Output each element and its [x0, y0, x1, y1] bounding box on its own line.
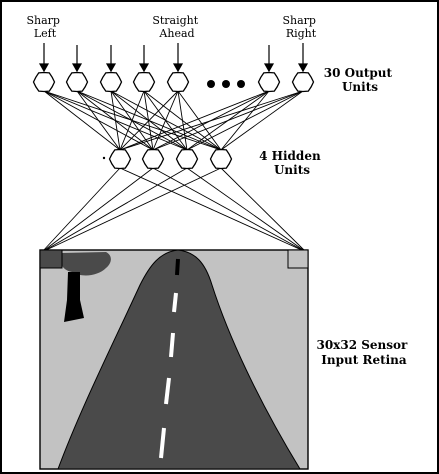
- output-ellipsis: [207, 80, 245, 88]
- connection: [186, 90, 304, 151]
- connection: [41, 167, 121, 253]
- connection: [119, 90, 304, 151]
- output-layer-label: 30 Output Units: [324, 66, 396, 94]
- network-connections: [41, 90, 307, 253]
- ellipsis-dot: [222, 80, 230, 88]
- hidden-lead-dot: [102, 156, 106, 160]
- output-unit-node: [132, 71, 156, 93]
- connection: [41, 167, 188, 253]
- output-arrows: [38, 43, 309, 73]
- connection: [110, 90, 121, 151]
- connection: [152, 167, 307, 253]
- output-label-sharp-left: Sharp Left: [27, 14, 64, 40]
- output-unit-node: [32, 71, 56, 93]
- connection: [220, 90, 304, 151]
- output-label-sharp-right: Sharp Right: [283, 14, 320, 40]
- hidden-layer: [102, 148, 233, 170]
- connection: [119, 90, 270, 151]
- connection: [152, 90, 304, 151]
- hidden-unit-node: [141, 148, 165, 170]
- ellipsis-dot: [237, 80, 245, 88]
- hidden-unit-node: [175, 148, 199, 170]
- connection: [119, 167, 307, 253]
- output-unit-node: [99, 71, 123, 93]
- hidden-layer-label: 4 Hidden Units: [259, 149, 325, 177]
- ellipsis-dot: [207, 80, 215, 88]
- hidden-unit-node: [209, 148, 233, 170]
- hidden-unit-node: [108, 148, 132, 170]
- connection: [119, 90, 179, 151]
- connection: [119, 90, 145, 151]
- connection: [177, 90, 188, 151]
- connection: [177, 90, 222, 151]
- tree: [60, 252, 111, 322]
- connection: [41, 167, 154, 253]
- road: [57, 249, 301, 470]
- connection: [76, 90, 121, 151]
- retina-corner-right: [287, 249, 309, 269]
- output-label-straight-ahead: Straight Ahead: [152, 14, 201, 40]
- connection: [220, 167, 307, 253]
- output-unit-node: [166, 71, 190, 93]
- lane-markings: [159, 258, 180, 459]
- output-layer: [32, 71, 315, 93]
- retina-label: 30x32 Sensor Input Retina: [316, 338, 411, 367]
- input-retina-image: [39, 249, 309, 470]
- connection: [186, 167, 307, 253]
- connection: [41, 167, 222, 253]
- output-unit-node: [257, 71, 281, 93]
- connection: [76, 90, 154, 151]
- connection: [152, 90, 179, 151]
- retina-corner-left: [39, 249, 63, 269]
- connection: [43, 90, 121, 151]
- output-unit-node: [65, 71, 89, 93]
- output-unit-node: [291, 71, 315, 93]
